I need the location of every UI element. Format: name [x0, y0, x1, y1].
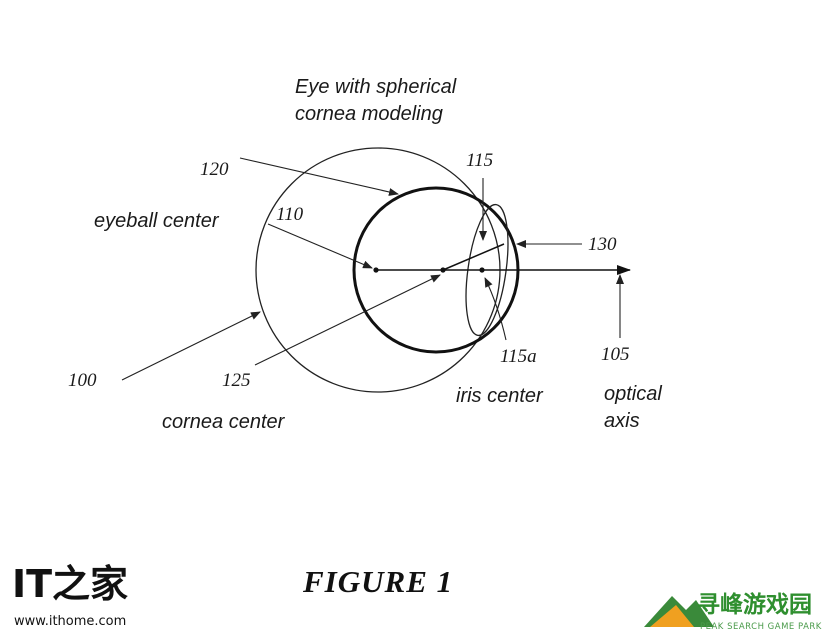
label-eyeball-center: eyeball center: [94, 210, 220, 232]
label-optical-line1: optical: [604, 383, 662, 405]
figure-caption: FIGURE 1: [302, 564, 453, 599]
peaksearch-subtitle: PEAK SEARCH GAME PARK: [700, 622, 822, 632]
ref-110: 110: [276, 204, 304, 225]
pointer-100: [121, 311, 261, 381]
pointer-120: [239, 157, 399, 196]
eyeball-center-point: [373, 267, 379, 273]
pointer-110: [267, 223, 373, 269]
label-iris-center: iris center: [456, 385, 544, 407]
ref-100: 100: [68, 370, 97, 391]
peaksearch-watermark: 寻峰游戏园 PEAK SEARCH GAME PARK: [644, 591, 822, 632]
ref-130: 130: [588, 234, 617, 255]
iris-center-point: [479, 267, 485, 273]
ref-115a: 115a: [500, 346, 537, 367]
mountain-logo-accent-icon: [650, 605, 694, 627]
ref-105: 105: [601, 344, 630, 365]
cornea-center-point: [440, 267, 446, 273]
cornea-iris-line: [442, 243, 505, 271]
label-optical-line2: axis: [604, 410, 640, 432]
ref-125: 125: [222, 370, 251, 391]
label-cornea-center: cornea center: [162, 411, 286, 433]
peaksearch-logo: 寻峰游戏园: [697, 591, 812, 618]
ref-115: 115: [466, 150, 493, 171]
iris-ellipse: [465, 203, 509, 337]
ithome-watermark: IT之家 www.ithome.com: [12, 562, 128, 629]
ithome-logo: IT之家: [12, 562, 128, 606]
diagram-title-line2: cornea modeling: [295, 103, 443, 125]
ithome-url: www.ithome.com: [14, 614, 126, 629]
ref-120: 120: [200, 159, 229, 180]
pointer-115a: [484, 277, 507, 341]
diagram-title-line1: Eye with spherical: [295, 76, 457, 98]
pointer-125: [254, 274, 441, 366]
